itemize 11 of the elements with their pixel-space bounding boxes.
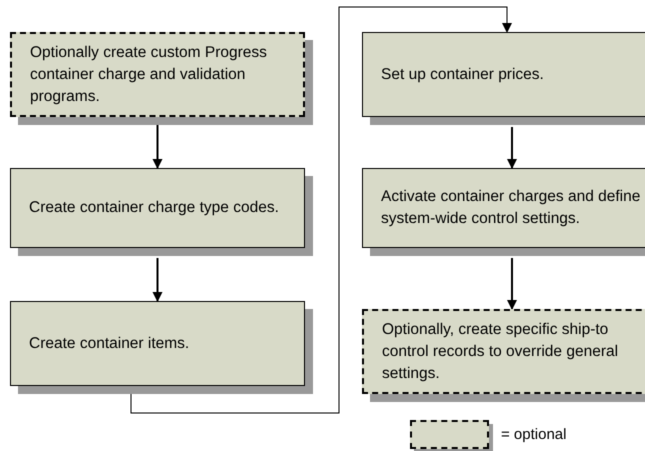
step-text: Create container items. — [29, 334, 190, 354]
arrow — [507, 127, 517, 169]
step-text: Create container charge type codes. — [29, 198, 279, 218]
arrow — [130, 6, 512, 414]
arrow — [152, 258, 162, 302]
step-text: Optionally create custom Progress container charge and validation programs. — [30, 42, 268, 106]
arrow — [507, 258, 517, 310]
step-text: Optionally, create specific ship-to control records to override general settings. — [382, 320, 620, 384]
step-text: Set up container prices. — [381, 64, 544, 84]
step-text: Activate container charges and define system-wide control settings. — [381, 187, 642, 229]
legend-text: = optional — [501, 426, 566, 443]
